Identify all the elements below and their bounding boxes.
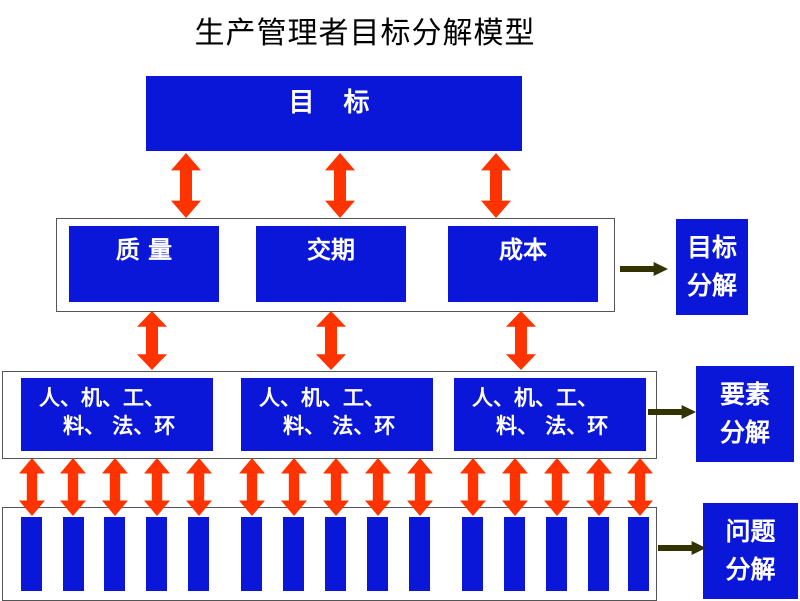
goal-to-target-arrow bbox=[171, 153, 201, 218]
goal-to-target-arrow bbox=[325, 153, 355, 218]
side-goal-line2: 分解 bbox=[686, 271, 737, 300]
cost-box: 成本 bbox=[448, 226, 598, 302]
diagram-title: 生产管理者目标分解模型 bbox=[194, 16, 536, 51]
element-to-problem-arrow bbox=[460, 458, 486, 516]
element-to-problem-arrow bbox=[502, 458, 528, 516]
element-to-problem-arrow bbox=[281, 458, 307, 516]
side-element-line1: 要素 bbox=[719, 380, 770, 409]
element-to-problem-arrow bbox=[102, 458, 128, 516]
goal-side-arrow bbox=[620, 262, 668, 276]
side-label-goal: 目标 分解 bbox=[676, 219, 748, 315]
problem-bar bbox=[546, 517, 567, 591]
problem-bar bbox=[63, 517, 84, 591]
problem-bar bbox=[325, 517, 346, 591]
problem-bar bbox=[367, 517, 388, 591]
element-to-problem-arrow bbox=[144, 458, 170, 516]
problem-bar bbox=[504, 517, 525, 591]
delivery-box: 交期 bbox=[256, 226, 406, 302]
problem-bar bbox=[283, 517, 304, 591]
target-to-element-arrow bbox=[137, 311, 167, 370]
element-box-cost: 人、机、工、 料、 法、环 bbox=[454, 378, 646, 451]
element-line-1: 人、机、工、 bbox=[259, 386, 385, 410]
element-to-problem-arrow bbox=[60, 458, 86, 516]
side-goal-line1: 目标 bbox=[686, 233, 737, 262]
problem-bar bbox=[241, 517, 262, 591]
element-to-problem-arrow bbox=[323, 458, 349, 516]
element-to-problem-arrow bbox=[186, 458, 212, 516]
side-label-problem: 问题 分解 bbox=[703, 503, 798, 599]
quality-box: 质 量 bbox=[69, 226, 219, 302]
element-to-problem-arrow bbox=[544, 458, 570, 516]
problem-bar bbox=[188, 517, 209, 591]
side-label-element: 要素 分解 bbox=[696, 366, 794, 462]
element-line-2: 料、 法、环 bbox=[63, 414, 176, 438]
element-to-problem-arrow bbox=[19, 458, 45, 516]
element-to-problem-arrow bbox=[407, 458, 433, 516]
element-line-2: 料、 法、环 bbox=[496, 414, 609, 438]
element-line-1: 人、机、工、 bbox=[472, 386, 598, 410]
problem-bar bbox=[21, 517, 42, 591]
goal-to-target-arrow bbox=[481, 153, 511, 218]
problem-bar bbox=[628, 517, 649, 591]
element-line-1: 人、机、工、 bbox=[39, 386, 165, 410]
side-problem-line2: 分解 bbox=[725, 555, 776, 584]
target-to-element-arrow bbox=[506, 311, 536, 370]
target-to-element-arrow bbox=[316, 311, 346, 370]
side-problem-line1: 问题 bbox=[725, 517, 776, 546]
problem-bar bbox=[146, 517, 167, 591]
problem-side-arrow bbox=[658, 541, 706, 555]
element-to-problem-arrow bbox=[365, 458, 391, 516]
problem-bar bbox=[462, 517, 483, 591]
element-line-2: 料、 法、环 bbox=[283, 414, 396, 438]
element-box-quality: 人、机、工、 料、 法、环 bbox=[21, 378, 213, 451]
element-to-problem-arrow bbox=[586, 458, 612, 516]
goal-label: 目 标 bbox=[288, 88, 380, 118]
problem-bar bbox=[409, 517, 430, 591]
element-side-arrow bbox=[648, 405, 696, 419]
problem-bar bbox=[104, 517, 125, 591]
goal-box bbox=[146, 76, 522, 151]
element-to-problem-arrow bbox=[239, 458, 265, 516]
element-to-problem-arrow bbox=[627, 458, 653, 516]
side-element-line2: 分解 bbox=[719, 418, 770, 447]
element-box-delivery: 人、机、工、 料、 法、环 bbox=[241, 378, 433, 451]
problem-bar bbox=[588, 517, 609, 591]
